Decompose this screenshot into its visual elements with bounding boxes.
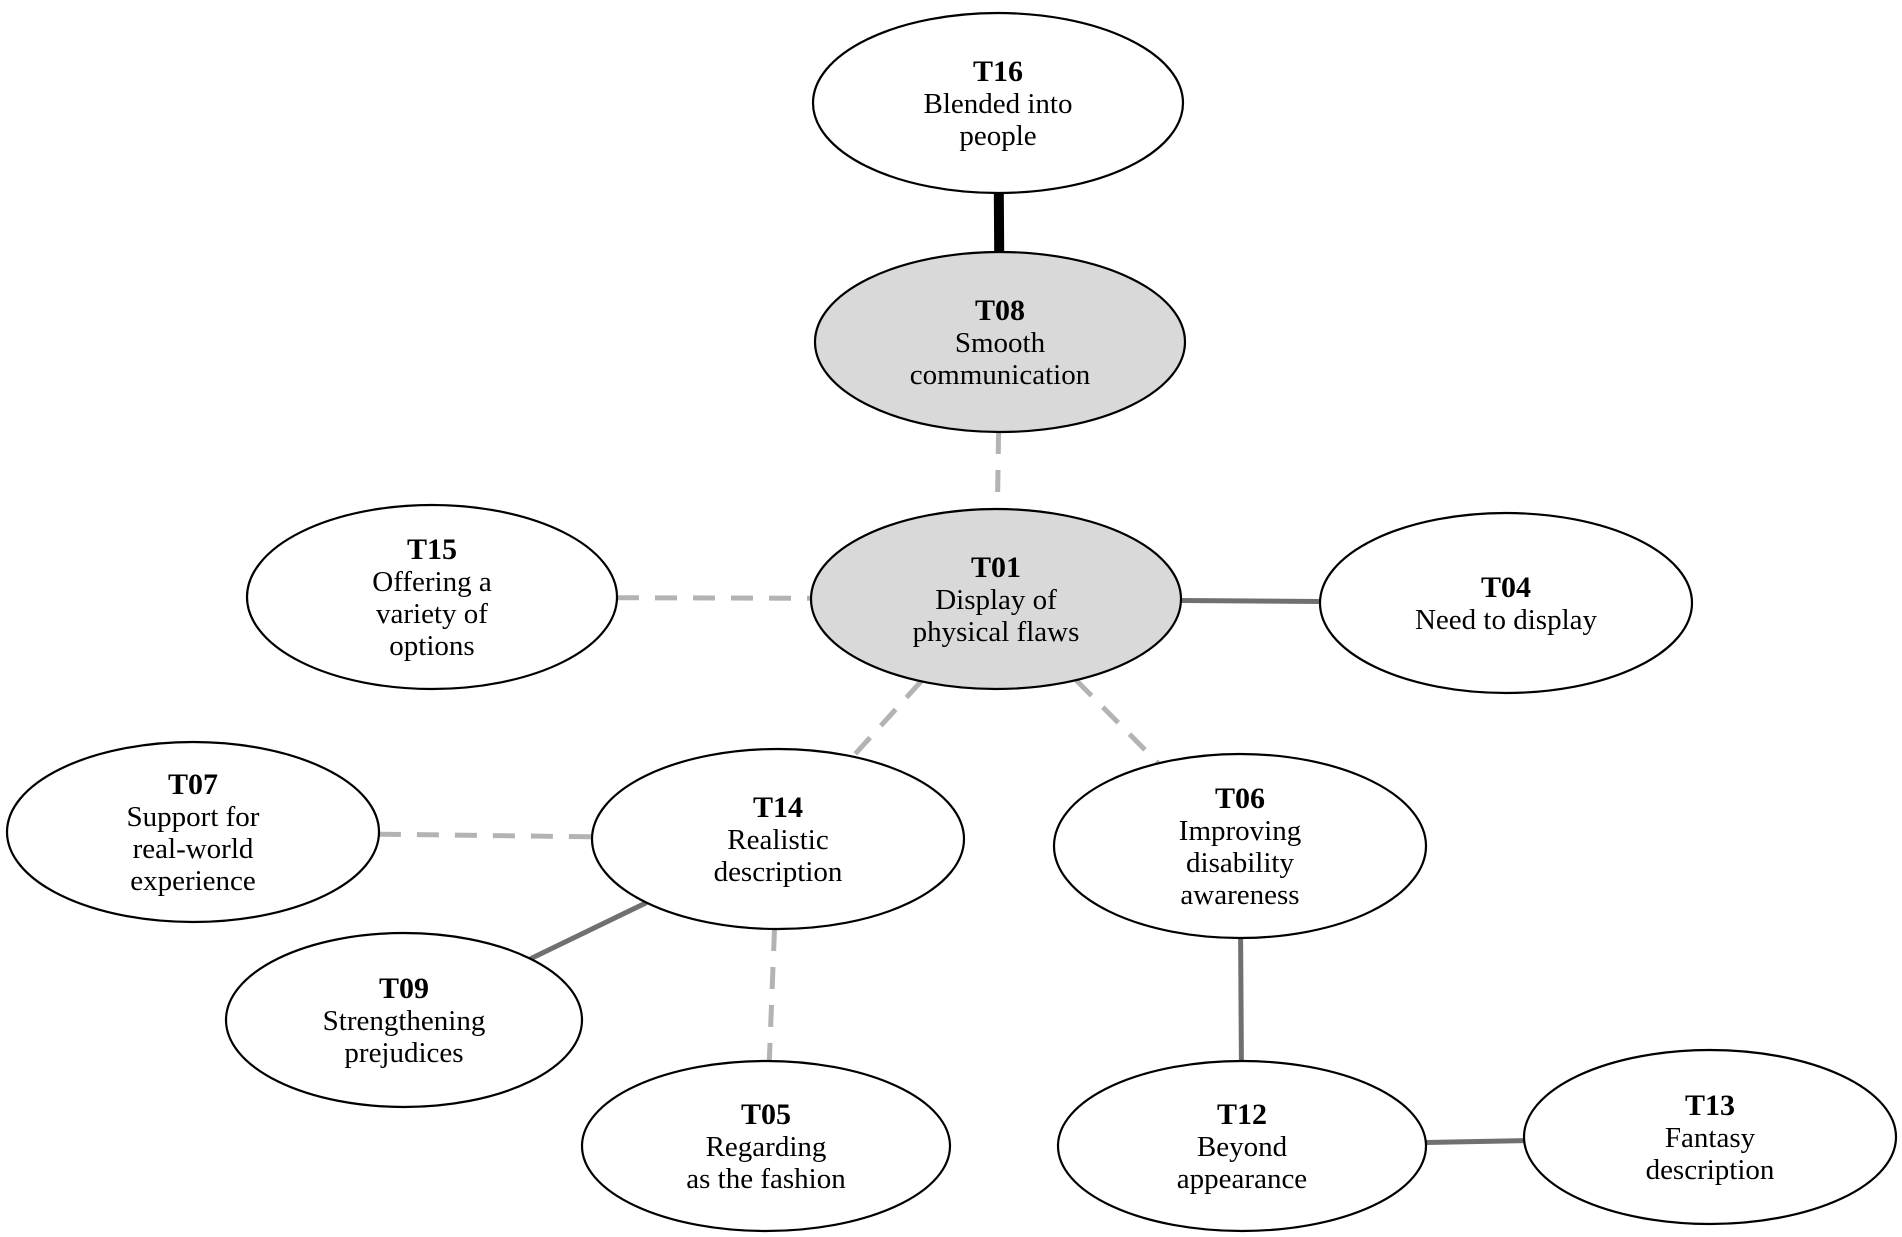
node-label-line: Beyond: [1197, 1131, 1288, 1163]
node-ellipse: [224, 931, 584, 1109]
node-ellipse: [1522, 1048, 1898, 1226]
node-label-line: description: [1646, 1154, 1775, 1186]
node-label-line: people: [959, 120, 1036, 152]
node-code: T16: [973, 55, 1023, 88]
node-ellipse: [813, 250, 1187, 434]
node-label-line: prejudices: [344, 1037, 463, 1069]
edge-t15-t01: [616, 595, 812, 601]
node-label-line: Regarding: [706, 1131, 827, 1163]
node-code: T05: [741, 1098, 791, 1131]
node-ellipse: [1318, 511, 1694, 695]
node-code: T08: [975, 294, 1025, 327]
edge-t06-t12: [1238, 937, 1244, 1062]
node-label-line: Offering a: [372, 566, 492, 598]
edge-t01-t06: [1074, 678, 1161, 766]
node-ellipse: [1052, 752, 1428, 940]
edges-layer: [378, 192, 1525, 1145]
edge-t14-t09: [529, 900, 648, 962]
node-label-line: appearance: [1177, 1163, 1307, 1195]
edge-t12-t13: [1425, 1138, 1525, 1145]
node-label-line: Strengthening: [323, 1005, 486, 1037]
node-code: T15: [407, 533, 457, 566]
node-code: T06: [1215, 782, 1265, 815]
node-code: T07: [168, 768, 218, 801]
node-ellipse: [590, 747, 966, 931]
node-label-line: description: [714, 856, 843, 888]
node-label-line: real-world: [133, 833, 254, 865]
node-label-line: awareness: [1180, 879, 1299, 911]
node-label-line: physical flaws: [913, 616, 1080, 648]
edge-t08-t01: [994, 431, 1002, 510]
node-code: T12: [1217, 1098, 1267, 1131]
node-label-line: options: [389, 630, 474, 662]
node-label-line: Smooth: [955, 327, 1046, 359]
edge-t14-t05: [766, 928, 777, 1062]
node-label-line: Fantasy: [1665, 1122, 1756, 1154]
node-code: T09: [379, 972, 429, 1005]
node-code: T14: [753, 791, 803, 824]
node-code: T01: [971, 551, 1021, 584]
node-ellipse: [580, 1059, 952, 1233]
node-label-line: Need to display: [1415, 604, 1598, 636]
node-label-line: experience: [130, 865, 256, 897]
edge-t01-t14: [850, 679, 924, 759]
node-ellipse: [809, 507, 1183, 691]
node-label-line: communication: [910, 359, 1091, 391]
node-label-line: variety of: [376, 598, 488, 630]
node-ellipse: [5, 740, 381, 924]
node-ellipse: [811, 11, 1185, 195]
edge-t01-t04: [1180, 598, 1321, 604]
node-code: T04: [1481, 571, 1531, 604]
node-ellipse: [245, 503, 619, 691]
node-label-line: as the fashion: [686, 1163, 846, 1195]
node-label-line: Display of: [935, 584, 1057, 616]
edge-t07-t14: [378, 831, 593, 840]
node-label-line: Blended into: [923, 88, 1072, 120]
node-label-line: Realistic: [727, 824, 828, 856]
node-ellipse: [1056, 1059, 1428, 1233]
node-label-line: Improving: [1179, 815, 1301, 847]
node-label-line: Support for: [127, 801, 260, 833]
node-label-line: disability: [1186, 847, 1294, 879]
node-code: T13: [1685, 1089, 1735, 1122]
